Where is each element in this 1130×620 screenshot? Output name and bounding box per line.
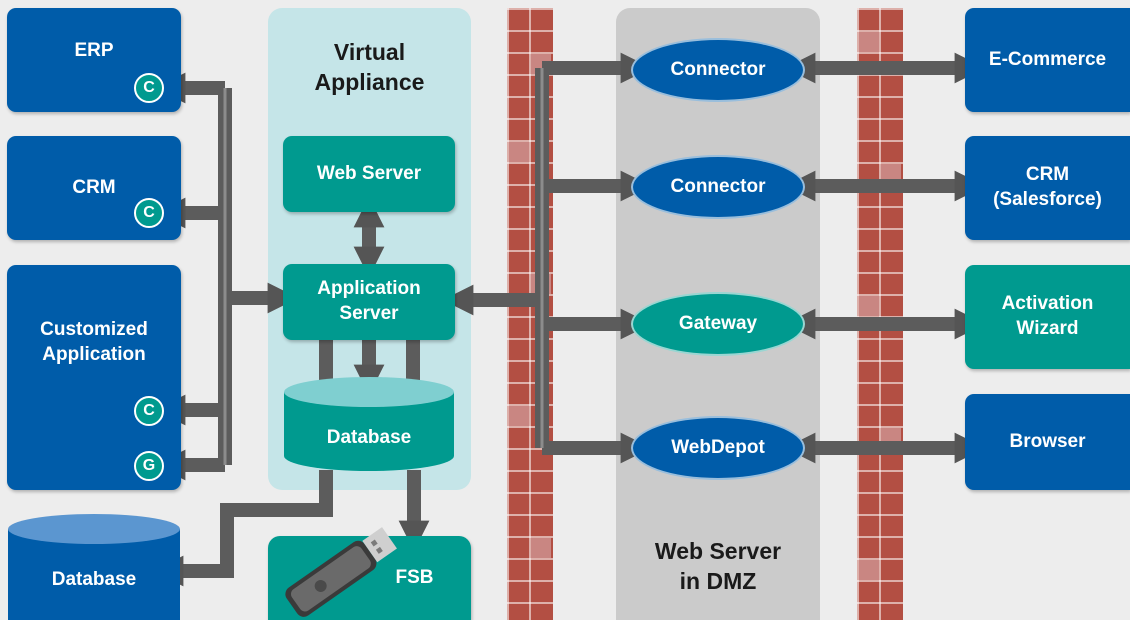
dmz-title: Web Server in DMZ <box>654 538 782 594</box>
crm-salesforce-label: CRM (Salesforce) <box>993 164 1102 210</box>
ecommerce-box: E-Commerce <box>965 8 1130 112</box>
connector-2-label: Connector <box>670 176 766 197</box>
activation-wizard-box: Activation Wizard <box>965 265 1130 369</box>
virtual-appliance-title: Virtual Appliance <box>314 39 425 95</box>
crm-label: CRM <box>72 176 116 198</box>
web-server-label: Web Server <box>316 162 422 184</box>
browser-label: Browser <box>1009 430 1086 452</box>
connector-badge-erp: C <box>134 73 164 103</box>
appliance-database-cylinder <box>284 377 454 471</box>
browser-box: Browser <box>965 394 1130 490</box>
activation-wizard-label: Activation Wizard <box>1001 293 1094 339</box>
connector-1-label: Connector <box>670 59 766 80</box>
appliance-database-label: Database <box>326 427 412 448</box>
gateway-node: Gateway <box>631 292 805 356</box>
application-server-box: Application Server <box>283 264 455 340</box>
external-database-cylinder <box>8 514 180 620</box>
webdepot-label: WebDepot <box>671 437 765 458</box>
gateway-label: Gateway <box>678 313 758 334</box>
webdepot-node: WebDepot <box>631 416 805 480</box>
connector-badge-crm: C <box>134 198 164 228</box>
external-database-label: Database <box>51 569 137 590</box>
connector-node-1: Connector <box>631 38 805 102</box>
customized-application-label: Customized Application <box>40 318 148 365</box>
gateway-badge-custom: G <box>134 451 164 481</box>
fsb-label: FSB <box>395 566 434 588</box>
application-server-label: Application Server <box>317 278 421 324</box>
external-database-label-wrap: Database <box>7 560 181 600</box>
erp-label: ERP <box>74 39 114 61</box>
connector-node-2: Connector <box>631 155 805 219</box>
appliance-database-label-wrap: Database <box>283 420 455 456</box>
connector-badge-custom: C <box>134 396 164 426</box>
usb-stick-icon <box>285 527 397 617</box>
crm-salesforce-box: CRM (Salesforce) <box>965 136 1130 240</box>
ecommerce-label: E-Commerce <box>988 48 1107 70</box>
web-server-box: Web Server <box>283 136 455 212</box>
